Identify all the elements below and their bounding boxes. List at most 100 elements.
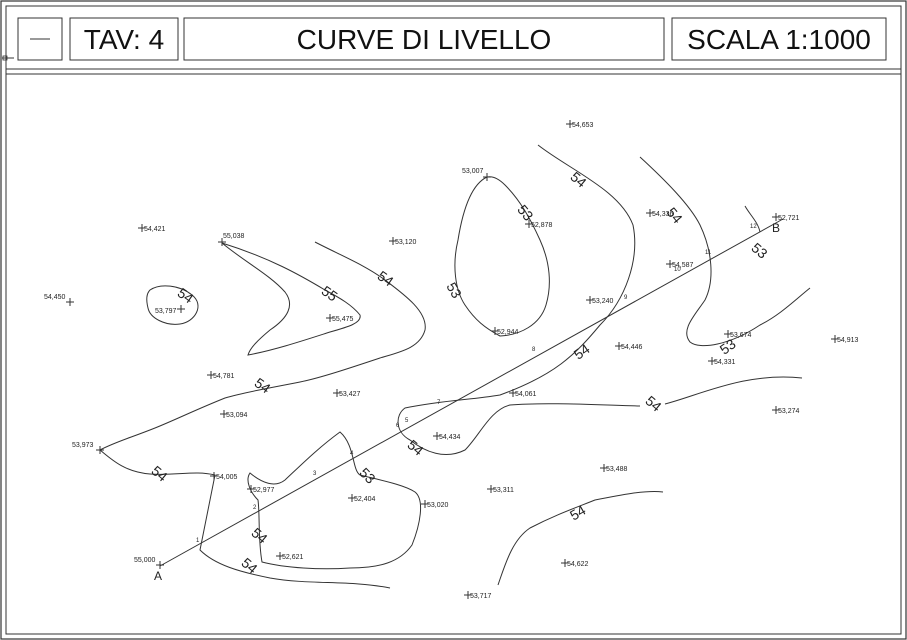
- contour-label: 54: [404, 436, 426, 458]
- section-mark: 5: [405, 418, 409, 424]
- contour-line: [247, 431, 422, 570]
- spot-height-value: 54,913: [837, 337, 859, 344]
- section-label-b: B: [772, 221, 780, 235]
- inner-frame: [5, 5, 902, 635]
- spot-height-value: 53,274: [778, 408, 800, 415]
- drawing-scale: SCALA 1:1000: [687, 24, 871, 55]
- spot-height: 55,000: [134, 557, 164, 569]
- spot-height-value: 53,311: [493, 487, 514, 494]
- spot-height: 54,781: [207, 371, 235, 380]
- spot-height-value: 55,475: [332, 316, 354, 323]
- spot-height: 54,336: [646, 209, 674, 218]
- spot-height: 52,878: [525, 220, 553, 229]
- spot-height: 53,973: [72, 442, 104, 454]
- spot-height: 54,331: [708, 357, 736, 366]
- spot-height: 52,721: [772, 213, 800, 222]
- spot-height: 53,094: [220, 410, 248, 419]
- spot-height: 54,421: [138, 224, 166, 233]
- spot-height-value: 53,240: [592, 298, 614, 305]
- contour-line: [454, 176, 550, 337]
- spot-height-value: 53,120: [395, 239, 417, 246]
- contour-label: 53: [514, 201, 536, 223]
- section-label-a: A: [154, 569, 162, 583]
- contour-label: 55: [319, 282, 341, 304]
- drawing-title: CURVE DI LIVELLO: [297, 24, 552, 55]
- spot-height-value: 53,094: [226, 412, 248, 419]
- spot-height: 55,038: [218, 233, 245, 246]
- spot-height-value: 54,434: [439, 434, 461, 441]
- spot-height-value: 53,973: [72, 442, 94, 449]
- spot-height: 54,653: [566, 120, 594, 129]
- spot-height: 52,977: [247, 485, 275, 494]
- contour-line: [497, 491, 664, 586]
- spot-height-value: 54,061: [515, 391, 537, 398]
- spot-height: 55,475: [326, 314, 354, 323]
- spot-height-value: 53,020: [427, 502, 449, 509]
- spot-height-value: 54,450: [44, 294, 66, 301]
- section-mark: 1: [196, 538, 200, 544]
- section-mark: 2: [253, 505, 257, 511]
- section-mark: 9: [624, 295, 628, 301]
- spot-height: 52,944: [491, 327, 519, 336]
- spot-height-value: 54,781: [213, 373, 235, 380]
- contour-line: [664, 376, 803, 405]
- spot-height-value: 53,007: [462, 168, 484, 175]
- spot-height-value: 52,621: [282, 554, 304, 561]
- contour-line: [146, 285, 199, 325]
- spot-height-value: 55,038: [223, 233, 245, 240]
- spot-heights: 54,653 53,007 52,878 54,336 52,721 54,421 55,0…: [44, 120, 859, 600]
- spot-height: 53,311: [487, 485, 514, 494]
- spot-height: 54,587: [666, 260, 694, 269]
- edge-node-icon: [2, 55, 8, 61]
- spot-height: 53,274: [772, 406, 800, 415]
- spot-height: 53,007: [462, 168, 491, 181]
- contour-label: 54: [252, 374, 274, 396]
- spot-height-value: 53,674: [730, 332, 752, 339]
- spot-height-value: 53,717: [470, 593, 492, 600]
- spot-height-value: 54,331: [714, 359, 736, 366]
- contour-label: 54: [148, 462, 170, 484]
- spot-height: 54,061: [509, 389, 537, 398]
- scale-box: [671, 17, 887, 61]
- sheet-number: TAV: 4: [84, 24, 164, 55]
- contour-line: [221, 242, 361, 356]
- spot-height-value: 53,427: [339, 391, 361, 398]
- spot-height: 53,797: [155, 305, 185, 315]
- spot-height: 54,913: [831, 335, 859, 344]
- spot-height-value: 54,446: [621, 344, 643, 351]
- contour-lines: [99, 144, 811, 589]
- symbol-box: [17, 17, 63, 61]
- section-line: [159, 218, 784, 567]
- contour-label: 54: [642, 392, 664, 414]
- title-box: [183, 17, 665, 61]
- spot-height: 54,450: [44, 294, 74, 306]
- contour-label: 54: [571, 340, 593, 362]
- spot-height: 54,434: [433, 432, 461, 441]
- spot-height: 53,674: [724, 330, 752, 339]
- spot-height: 53,120: [389, 237, 417, 246]
- spot-height-value: 52,878: [531, 222, 553, 229]
- section-mark: 11: [705, 250, 712, 256]
- contour-line: [99, 241, 426, 589]
- contour-line: [744, 205, 761, 233]
- spot-height-value: 52,404: [354, 496, 376, 503]
- spot-height-value: 53,488: [606, 466, 628, 473]
- spot-height-value: 52,977: [253, 487, 275, 494]
- spot-height: 54,005: [210, 472, 238, 481]
- contour-label: 53: [443, 279, 465, 301]
- spot-height: 52,404: [348, 494, 376, 503]
- spot-height: 53,488: [600, 464, 628, 473]
- contour-line: [397, 144, 641, 455]
- spot-height-value: 54,336: [652, 211, 674, 218]
- sheet-number-box: [69, 17, 179, 61]
- section-mark: 3: [313, 471, 317, 477]
- section-mark: 12: [750, 224, 757, 230]
- contour-label: 54: [567, 168, 589, 190]
- spot-height-value: 54,587: [672, 262, 694, 269]
- spot-height-value: 52,721: [778, 215, 800, 222]
- spot-height: 53,717: [464, 591, 492, 600]
- spot-height: 53,427: [333, 389, 361, 398]
- spot-height-value: 54,622: [567, 561, 589, 568]
